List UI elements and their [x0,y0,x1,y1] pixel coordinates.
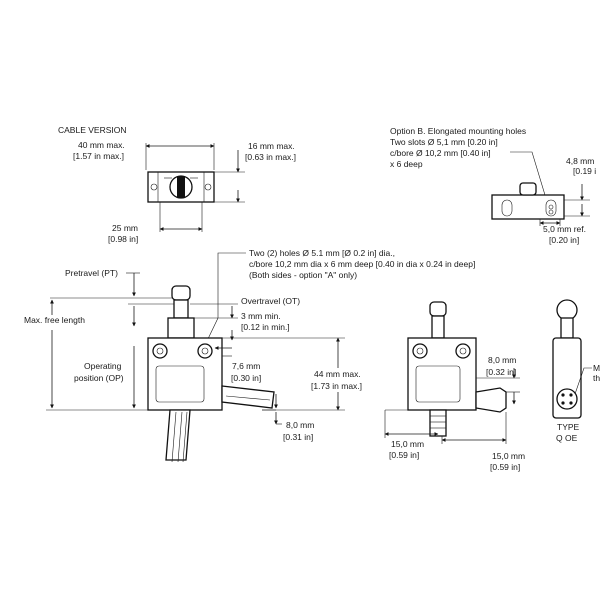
max-free-length-label: Max. free length [24,315,85,325]
front-view: Two (2) holes Ø 5.1 mm [Ø 0.2 in] dia., … [24,248,475,463]
option-b-line2: Two slots Ø 5,1 mm [0.20 in] [390,137,498,147]
connector-offset-in: [0.32 in] [486,367,516,377]
cable-width-in: [1.57 in max.] [73,151,124,161]
cable-exit [221,385,275,409]
option-b-dim-a-in: [0.19 i [573,166,596,176]
cable-version-view: CABLE VERSION 40 mm max. [1.57 in max.] … [58,125,296,244]
hole-offset-in: [0.30 in] [231,373,261,383]
option-b-dim-b-mm: 5,0 mm ref. [543,224,586,234]
type-line1: TYPE [557,422,580,432]
height-in: [1.73 in max.] [311,381,362,391]
side-connector [475,387,507,413]
option-b-line4: x 6 deep [390,159,423,169]
cable-spacing-mm: 25 mm [112,223,138,233]
hole-offset-mm: 7,6 mm [232,361,260,371]
roller-plunger [171,285,191,301]
cable-offset-in: [0.31 in] [283,432,313,442]
side-roller [556,299,578,321]
min-mm-label: 3 mm min. [241,311,281,321]
connector-left-in: [0.59 in] [389,450,419,460]
connector-right-in: [0.59 in] [490,462,520,472]
cable-height-mm: 16 mm max. [248,141,295,151]
option-b-view: Option B. Elongated mounting holes Two s… [390,126,596,245]
bottom-connector [429,409,447,437]
holes-note-line1: Two (2) holes Ø 5.1 mm [Ø 0.2 in] dia., [249,248,395,258]
pretravel-label: Pretravel (PT) [65,268,118,278]
operating-position-line1: Operating [84,361,122,371]
cable-spacing-in: [0.98 in] [108,234,138,244]
operating-position-line2: position (OP) [74,373,124,383]
option-b-line3: c/bore Ø 10,2 mm [0.40 in] [390,148,491,158]
option-b-dim-b-in: [0.20 in] [549,235,579,245]
option-b-line1: Option B. Elongated mounting holes [390,126,526,136]
holes-note-line3: (Both sides - option "A" only) [249,270,357,280]
min-in-label: [0.12 in min.] [241,322,290,332]
cable-offset-mm: 8,0 mm [286,420,314,430]
holes-note-line2: c/bore 10,2 mm dia x 6 mm deep [0.40 in … [249,259,475,269]
cable-height-in: [0.63 in max.] [245,152,296,162]
overtravel-label: Overtravel (OT) [241,296,300,306]
side-view: M th TYPE Q OE [552,299,600,443]
connector-view: 8,0 mm [0.32 in] 15,0 mm [0.59 in] 15,0 … [384,301,525,472]
option-b-dim-a-mm: 4,8 mm [566,156,594,166]
side-callout-1: M [593,363,600,373]
connector-left-mm: 15,0 mm [391,439,424,449]
side-callout-2: th [593,373,600,383]
type-line2: Q OE [556,433,578,443]
height-mm: 44 mm max. [314,369,361,379]
connector-right-mm: 15,0 mm [492,451,525,461]
m12-connector-face [556,388,578,410]
cable-width-mm: 40 mm max. [78,140,125,150]
mount-hole-right [197,343,213,359]
mount-hole-left [152,343,168,359]
connector-roller [429,301,447,317]
connector-offset-mm: 8,0 mm [488,355,516,365]
cable-version-title: CABLE VERSION [58,125,127,135]
